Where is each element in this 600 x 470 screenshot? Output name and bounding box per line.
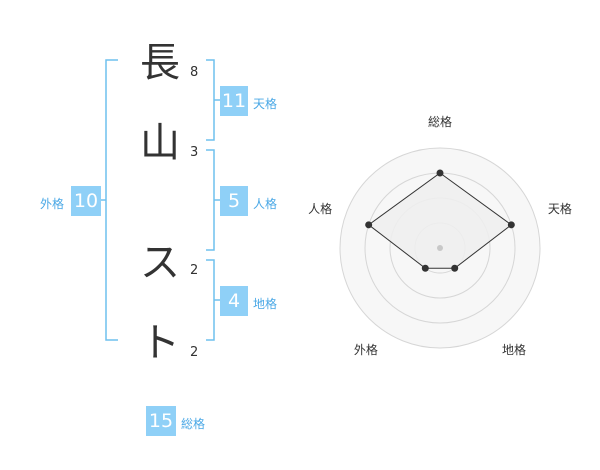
gaikaku-value: 10 bbox=[71, 186, 101, 216]
stroke-count-2: 3 bbox=[190, 145, 199, 160]
stroke-count-4: 2 bbox=[190, 345, 199, 360]
jinkaku-value: 5 bbox=[220, 186, 248, 216]
stroke-count-3: 2 bbox=[190, 263, 199, 278]
gaikaku-label: 外格 bbox=[40, 197, 65, 211]
radar-data-polygon bbox=[367, 172, 513, 269]
soukaku-label: 総格 bbox=[181, 417, 206, 431]
radar-axis-label-2: 天格 bbox=[548, 201, 572, 216]
jinkaku-label: 人格 bbox=[253, 197, 278, 211]
tenkaku-value: 11 bbox=[220, 86, 248, 116]
chikaku-value: 4 bbox=[220, 286, 248, 316]
radar-axis-label-5: 人格 bbox=[308, 201, 332, 216]
radar-point-4 bbox=[421, 264, 429, 272]
chikaku-label: 地格 bbox=[253, 297, 278, 311]
tenkaku-label: 天格 bbox=[253, 97, 278, 111]
radar-axis-label-4: 外格 bbox=[354, 342, 378, 357]
name-char-1: 長 bbox=[140, 40, 180, 86]
name-char-4: ト bbox=[140, 320, 180, 366]
soukaku-value: 15 bbox=[146, 406, 176, 436]
radar-center-dot bbox=[437, 245, 443, 251]
radar-point-2 bbox=[507, 221, 515, 229]
stroke-count-1: 8 bbox=[190, 65, 199, 80]
radar-point-1 bbox=[436, 169, 444, 177]
name-char-3: ス bbox=[140, 240, 180, 286]
radar-axis-label-3: 地格 bbox=[502, 342, 526, 357]
name-char-2: 山 bbox=[140, 120, 180, 166]
radar-point-5 bbox=[365, 221, 373, 229]
radar-point-3 bbox=[451, 264, 459, 272]
radar-axis-label-1: 総格 bbox=[428, 114, 452, 129]
